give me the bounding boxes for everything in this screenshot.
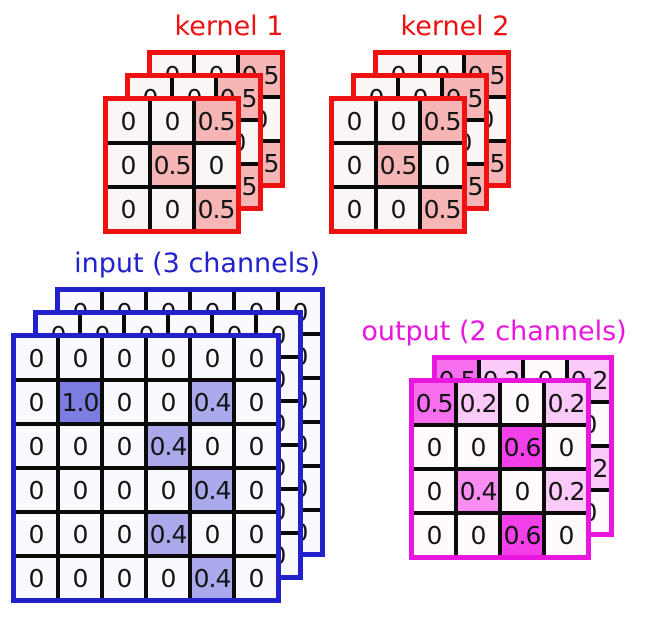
matrix-cell: 0: [378, 189, 418, 229]
matrix-cell: 0.2: [458, 383, 498, 423]
matrix-cell: 0: [148, 558, 188, 598]
matrix-cell: 0: [152, 189, 192, 229]
matrix-cell: 0: [422, 145, 462, 185]
matrix-cell: 0: [414, 427, 454, 467]
matrix-cell: 0: [60, 338, 100, 378]
matrix-cell: 0: [236, 382, 276, 422]
matrix-cell: 0.5: [196, 189, 236, 229]
matrix-cell: 0: [16, 514, 56, 554]
matrix-cell: 0: [60, 470, 100, 510]
input-title: input (3 channels): [74, 248, 320, 279]
matrix-cell: 0: [502, 383, 542, 423]
matrix-cell: 0: [546, 427, 586, 467]
matrix-cell: 0.5: [152, 145, 192, 185]
matrix-cell: 0: [458, 427, 498, 467]
matrix-cell: 0.4: [192, 382, 232, 422]
matrix-cell: 0: [458, 515, 498, 555]
matrix-cell: 0: [196, 145, 236, 185]
matrix-cell: 0: [16, 558, 56, 598]
matrix-cell: 0.2: [546, 383, 586, 423]
matrix-cell: 0: [104, 470, 144, 510]
matrix-cell: 0: [60, 558, 100, 598]
matrix-cell: 0: [60, 514, 100, 554]
matrix-cell: 0: [334, 145, 374, 185]
matrix-cell: 0: [104, 382, 144, 422]
matrix-cell: 0: [108, 145, 148, 185]
matrix-cell: 0.4: [458, 471, 498, 511]
matrix-cell: 0.5: [414, 383, 454, 423]
matrix-cell: 0.6: [502, 515, 542, 555]
matrix-cell: 0: [104, 514, 144, 554]
matrix-cell: 0: [236, 470, 276, 510]
matrix-cell: 0.4: [192, 470, 232, 510]
matrix-cell: 0.6: [502, 427, 542, 467]
matrix-cell: 0: [414, 515, 454, 555]
matrix-cell: 0: [108, 189, 148, 229]
matrix-cell: 0: [148, 338, 188, 378]
matrix-cell: 0: [16, 382, 56, 422]
matrix-cell: 0: [378, 101, 418, 141]
matrix-cell: 0.4: [192, 558, 232, 598]
matrix-cell: 0: [16, 338, 56, 378]
matrix-cell: 0.4: [148, 426, 188, 466]
matrix-cell: 0.4: [148, 514, 188, 554]
matrix-cell: 1.0: [60, 382, 100, 422]
matrix-cell: 0: [16, 470, 56, 510]
matrix-cell: 0: [414, 471, 454, 511]
matrix-cell: 0: [546, 515, 586, 555]
matrix-cell: 0: [236, 338, 276, 378]
matrix-cell: 0: [108, 101, 148, 141]
matrix-cell: 0.5: [378, 145, 418, 185]
matrix-cell: 0: [16, 426, 56, 466]
matrix-cell: 0: [148, 470, 188, 510]
matrix-cell: 0: [236, 558, 276, 598]
matrix-cell: 0: [60, 426, 100, 466]
matrix-cell: 0: [104, 338, 144, 378]
kernel1-title: kernel 1: [174, 11, 284, 42]
matrix-cell: 0: [192, 514, 232, 554]
matrix-cell: 0: [148, 382, 188, 422]
matrix-cell: 0: [236, 426, 276, 466]
matrix-cell: 0: [104, 426, 144, 466]
matrix-cell: 0.2: [546, 471, 586, 511]
matrix-cell: 0: [236, 514, 276, 554]
kernel2-title: kernel 2: [400, 11, 510, 42]
matrix-cell: 0.5: [422, 189, 462, 229]
matrix-cell: 0: [192, 426, 232, 466]
matrix-cell: 0: [104, 558, 144, 598]
matrix-cell: 0: [152, 101, 192, 141]
matrix-cell: 0: [334, 101, 374, 141]
matrix-cell: 0: [192, 338, 232, 378]
matrix-cell: 0.5: [196, 101, 236, 141]
matrix-cell: 0: [334, 189, 374, 229]
matrix-cell: 0: [502, 471, 542, 511]
matrix-cell: 0.5: [422, 101, 462, 141]
output-title: output (2 channels): [361, 316, 627, 347]
